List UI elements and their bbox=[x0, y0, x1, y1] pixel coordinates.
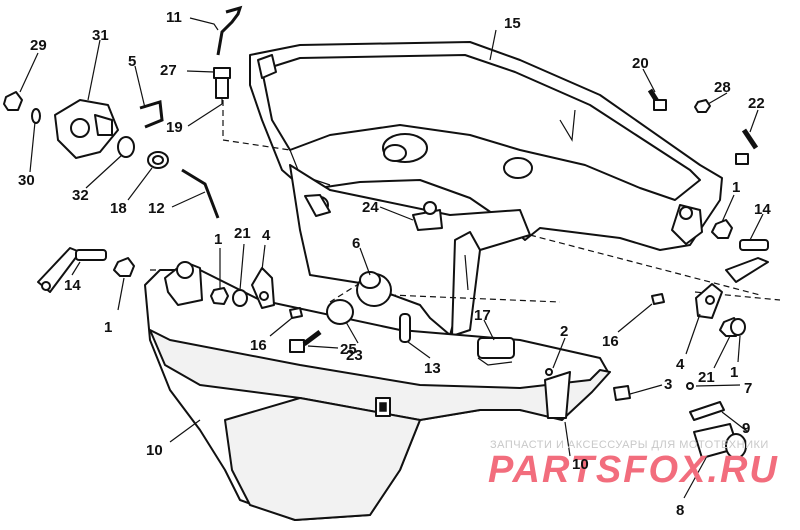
callout-8: 8 bbox=[676, 502, 684, 519]
callout-18: 18 bbox=[110, 200, 127, 217]
nut-part-28 bbox=[694, 99, 711, 113]
callout-24: 24 bbox=[362, 199, 379, 216]
callout-6: 6 bbox=[352, 235, 360, 252]
callout-1-c: 1 bbox=[732, 179, 740, 196]
grommet-part-18 bbox=[147, 151, 169, 169]
nut-part-1-upper bbox=[210, 287, 229, 305]
callout-leaders bbox=[19, 17, 764, 499]
callout-16-left: 16 bbox=[250, 337, 267, 354]
callout-20: 20 bbox=[632, 55, 649, 72]
bolt-part-22 bbox=[735, 128, 759, 165]
callout-12: 12 bbox=[148, 200, 165, 217]
latch-housing-part-31 bbox=[54, 99, 119, 159]
callout-23: 23 bbox=[346, 347, 363, 364]
watermark-brand: PARTSFOX.RU bbox=[488, 449, 779, 491]
callout-1-d: 1 bbox=[730, 364, 738, 381]
nut-part-1-left bbox=[113, 257, 135, 277]
nut-part-1-right bbox=[711, 219, 733, 239]
handle-part-14-left bbox=[37, 247, 107, 293]
callout-1-b: 1 bbox=[104, 319, 112, 336]
screw-part-16-left bbox=[289, 307, 303, 319]
washer-part-21-right bbox=[730, 318, 746, 336]
rivet-part-2 bbox=[545, 368, 553, 376]
pad-part-17 bbox=[477, 337, 515, 366]
bolt-part-25 bbox=[289, 330, 322, 353]
callout-15: 15 bbox=[504, 15, 521, 32]
rear-bracket-panel bbox=[289, 164, 531, 337]
plate-part-9 bbox=[689, 401, 725, 421]
callout-5: 5 bbox=[128, 53, 136, 70]
pin-part-7 bbox=[686, 382, 694, 390]
callout-29: 29 bbox=[30, 37, 47, 54]
fitting-part-27-19 bbox=[213, 67, 231, 104]
bolt-part-20 bbox=[647, 88, 667, 111]
strip-part-13 bbox=[399, 313, 411, 343]
callout-1-a: 1 bbox=[214, 231, 222, 248]
callout-16-right: 16 bbox=[602, 333, 619, 350]
screw-part-3 bbox=[613, 385, 631, 401]
callout-30: 30 bbox=[18, 172, 35, 189]
o-ring-part-30 bbox=[31, 108, 41, 124]
grommet-part-6 bbox=[356, 271, 392, 307]
plate-part-4-right bbox=[695, 283, 723, 319]
watermark-tagline: ЗАПЧАСТИ И АКСЕССУАРЫ ДЛЯ МОТОТЕХНИКИ bbox=[490, 439, 769, 451]
bracket-part-24 bbox=[412, 201, 443, 231]
link-rod-part-11 bbox=[216, 5, 243, 56]
callout-21-left: 21 bbox=[234, 225, 251, 242]
callout-22: 22 bbox=[748, 95, 765, 112]
callout-10-right: 10 bbox=[572, 456, 589, 473]
plate-part-4-left bbox=[251, 267, 275, 309]
rod-part-12 bbox=[181, 168, 220, 219]
callout-32: 32 bbox=[72, 187, 89, 204]
handle-part-14-right bbox=[725, 239, 769, 283]
callout-25: 25 bbox=[340, 341, 357, 358]
callout-3: 3 bbox=[664, 376, 672, 393]
grommet-part-23 bbox=[326, 299, 354, 325]
lower-cowl-part-10 bbox=[144, 261, 611, 521]
washer-part-32 bbox=[117, 136, 135, 158]
coupler-part-8 bbox=[693, 423, 747, 459]
callout-labels: 11 15 29 31 5 27 20 28 22 19 30 32 18 12… bbox=[18, 9, 771, 519]
callout-4-right: 4 bbox=[676, 356, 685, 373]
callout-7: 7 bbox=[744, 380, 752, 397]
upper-cowl-part-15 bbox=[249, 41, 723, 251]
screw-part-16-right bbox=[651, 293, 665, 305]
callout-19: 19 bbox=[166, 119, 183, 136]
washer-part-21-left bbox=[232, 289, 248, 307]
callout-9: 9 bbox=[742, 420, 750, 437]
callout-13: 13 bbox=[424, 360, 441, 377]
clamp-part-5 bbox=[139, 100, 164, 129]
callout-14-left: 14 bbox=[64, 277, 81, 294]
callout-21-right: 21 bbox=[698, 369, 715, 386]
callout-10-left: 10 bbox=[146, 442, 163, 459]
callout-4-left: 4 bbox=[262, 227, 271, 244]
callout-14-right: 14 bbox=[754, 201, 771, 218]
callout-28: 28 bbox=[714, 79, 731, 96]
callout-11: 11 bbox=[166, 9, 182, 26]
callout-31: 31 bbox=[92, 27, 109, 44]
callout-27: 27 bbox=[160, 62, 177, 79]
callout-17: 17 bbox=[474, 307, 491, 324]
nut-part-29 bbox=[3, 91, 23, 111]
callout-2: 2 bbox=[560, 323, 568, 340]
